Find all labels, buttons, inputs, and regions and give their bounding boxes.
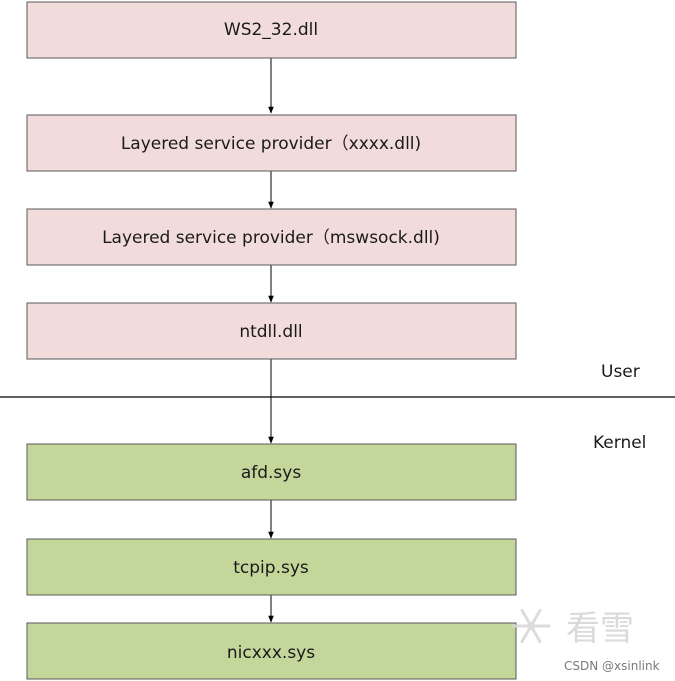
layer-box-tcpip-rect xyxy=(26,538,517,596)
layer-box-lsp-xxxx-rect xyxy=(26,114,517,172)
layer-box-lsp-xxxx-label: Layered service provider（xxxx.dll) xyxy=(121,134,421,154)
user-mode-label: User xyxy=(601,362,640,382)
layer-box-lsp-mswsock-label: Layered service provider（mswsock.dll) xyxy=(102,228,440,248)
snowflake-icon xyxy=(511,608,551,644)
watermark: 看雪 CSDN @xsinlink xyxy=(511,608,660,673)
layer-box-ntdll: ntdll.dll xyxy=(26,302,517,360)
layer-box-afd-rect xyxy=(26,443,517,501)
layer-box-lsp-mswsock: Layered service provider（mswsock.dll) xyxy=(26,208,517,266)
layer-box-lsp-mswsock-rect xyxy=(26,208,517,266)
layer-box-ntdll-rect xyxy=(26,302,517,360)
layer-box-nicxxx: nicxxx.sys xyxy=(26,622,517,680)
layer-box-ws2-32-rect xyxy=(26,1,517,59)
layer-box-tcpip-label: tcpip.sys xyxy=(233,558,309,578)
layer-box-ntdll-label: ntdll.dll xyxy=(239,322,302,342)
layer-box-nicxxx-rect xyxy=(26,622,517,680)
watermark-credit: CSDN @xsinlink xyxy=(564,659,660,673)
user-mode-layers: WS2_32.dll Layered service provider（xxxx… xyxy=(26,1,517,360)
layer-box-ws2-32: WS2_32.dll xyxy=(26,1,517,59)
layer-box-afd-label: afd.sys xyxy=(241,463,302,483)
layer-box-nicxxx-label: nicxxx.sys xyxy=(227,643,315,663)
layer-box-ws2-32-label: WS2_32.dll xyxy=(224,20,318,40)
layer-box-lsp-xxxx: Layered service provider（xxxx.dll) xyxy=(26,114,517,172)
watermark-logo-text: 看雪 xyxy=(566,609,634,649)
layer-box-afd: afd.sys xyxy=(26,443,517,501)
layer-box-tcpip: tcpip.sys xyxy=(26,538,517,596)
kernel-mode-layers: afd.sys tcpip.sys nicxxx.sys xyxy=(26,443,517,680)
kernel-mode-label: Kernel xyxy=(593,433,646,453)
